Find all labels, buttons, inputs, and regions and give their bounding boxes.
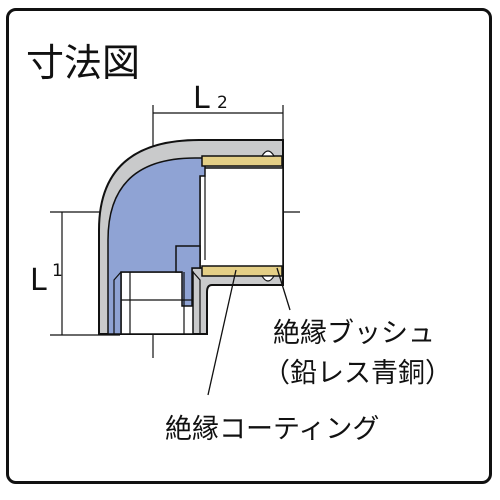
side-bore	[199, 167, 284, 269]
diagram-title: 寸法図	[26, 41, 140, 85]
bore-details	[113, 176, 206, 334]
leader-lines	[207, 267, 291, 396]
coating-leader	[207, 269, 237, 396]
l1-label: L 1	[30, 261, 63, 298]
l2-label-main: L	[193, 81, 210, 116]
coating-callout: 絶縁コーティング	[165, 414, 379, 445]
bush-callout-line1: 絶縁ブッシュ	[273, 318, 435, 349]
insulation-bush-bottom	[201, 265, 283, 277]
insulation-bush-top	[201, 155, 283, 167]
l1-label-sub: 1	[52, 261, 63, 281]
l2-label: L 2	[193, 81, 228, 116]
insulation-coating-inner	[175, 245, 201, 307]
l1-label-main: L	[30, 263, 47, 298]
bush-ridges	[260, 150, 276, 282]
l2-label-sub: 2	[217, 93, 228, 113]
bush-leader	[276, 267, 291, 311]
bush-callout-line2: （鉛レス青銅）	[263, 358, 452, 389]
